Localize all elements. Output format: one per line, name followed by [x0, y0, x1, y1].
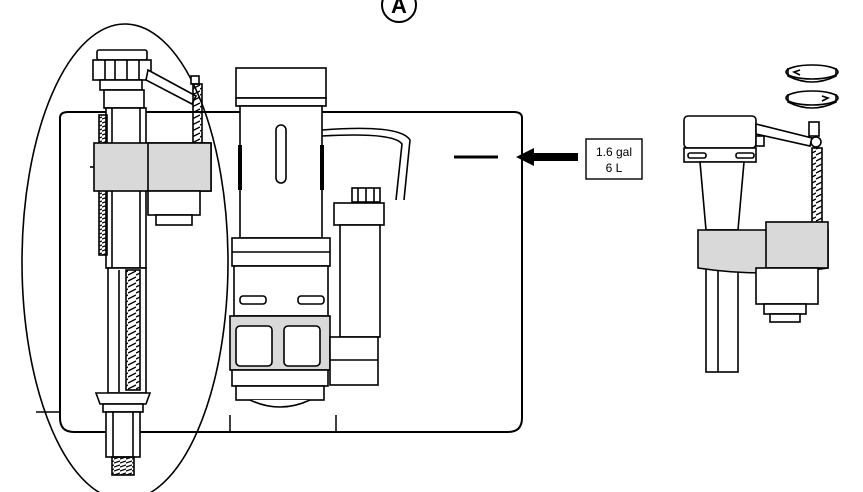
- step-label: A: [381, 0, 417, 23]
- rotate-counterclockwise-icon: [785, 64, 839, 83]
- volume-gallons: 1.6 gal: [596, 145, 632, 159]
- rotate-clockwise-icon: [785, 90, 839, 109]
- arrow-left-icon: [516, 148, 578, 166]
- volume-liters: 6 L: [606, 161, 623, 175]
- tank-outline: [59, 111, 523, 433]
- highlight-ellipse: [21, 23, 229, 492]
- water-volume-label: 1.6 gal 6 L: [585, 138, 643, 180]
- fill-valve-installed: [90, 49, 212, 476]
- step-label-text: A: [391, 0, 407, 18]
- overflow-tube: [329, 187, 385, 386]
- fill-valve-detail: [683, 115, 829, 373]
- flush-valve: [229, 67, 411, 408]
